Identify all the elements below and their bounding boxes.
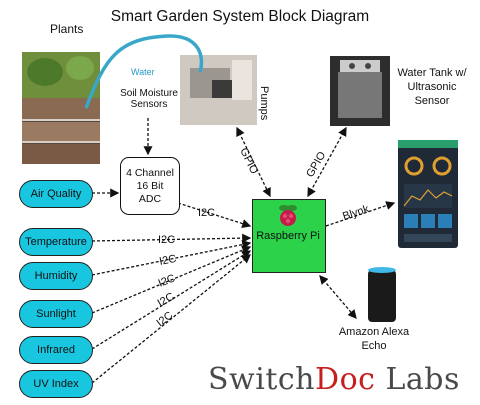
raspberry-pi-logo-icon [279,205,297,226]
brand-part2: Doc [315,362,376,397]
adc-line2: 16 Bit [136,179,164,192]
uv-index-to-rpi-arrow [91,254,252,384]
water-tank-line1: Water Tank w/ [397,67,467,79]
soil-sensors-label: Soil Moisture Sensors [115,88,183,110]
adc-block: 4 Channel 16 Bit ADC [120,157,180,215]
adc-line1: 4 Channel [126,166,174,179]
plants-photo [22,52,100,164]
alexa-line1: Amazon Alexa [338,326,410,338]
blynk-label: Blynk [341,203,371,223]
plants-label: Plants [50,22,84,36]
infrared-to-rpi-arrow [91,250,252,350]
sensor-temperature: Temperature [19,228,93,256]
soil-sensors-line2: Sensors [130,99,168,110]
alexa-echo-device [368,267,396,322]
temperature-to-rpi-arrow [91,233,252,243]
brand-part3: Labs [375,362,460,397]
alexa-label: Amazon Alexa Echo [326,325,422,353]
sensor-sunlight: Sunlight [19,300,93,328]
i2c-label-humidity: I2C [158,253,177,268]
gpio-pumps-arrow [236,126,271,198]
gpio-label-pumps: GPIO [237,146,260,176]
water-tank-label: Water Tank w/ Ultrasonic Sensor [388,66,476,108]
i2c-label-infrared: I2C [156,291,177,310]
alexa-line2: Echo [361,340,387,352]
sensor-air-quality: Air Quality [19,180,93,208]
pumps-photo [180,55,257,125]
sunlight-to-rpi-arrow [91,245,252,314]
water-tank-line3: Sensor [414,95,450,107]
i2c-label-temperature: I2C [158,234,175,246]
raspberry-pi-label: Raspberry Pi [256,230,320,242]
brand-logo: SwitchDoc Labs [208,362,460,397]
blynk-app-screenshot [398,140,458,248]
sensor-infrared: Infrared [19,336,93,364]
i2c-label-sunlight: I2C [157,272,177,290]
i2c-label-adc: I2C [198,207,215,219]
water-tank-line2: Ultrasonic [407,81,457,93]
brand-part1: Switch [208,362,316,397]
gpio-tank-arrow [307,126,347,198]
alexa-arrow [319,275,357,319]
humidity-to-rpi-arrow [91,240,252,276]
blynk-arrow [325,201,396,227]
water-tank-photo [330,56,390,126]
adc-line3: ADC [138,192,162,205]
sensor-uv-index: UV Index [19,370,93,398]
water-label: Water [131,67,155,77]
water-pipe [84,34,204,109]
adc-to-rpi-arrow [177,202,252,228]
diagram-title: Smart Garden System Block Diagram [110,8,370,25]
pumps-label: Pumps [258,86,270,121]
i2c-label-uv-index: I2C [154,309,175,329]
soil-sensors-line1: Soil Moisture [120,88,178,99]
sensor-humidity: Humidity [19,262,93,290]
